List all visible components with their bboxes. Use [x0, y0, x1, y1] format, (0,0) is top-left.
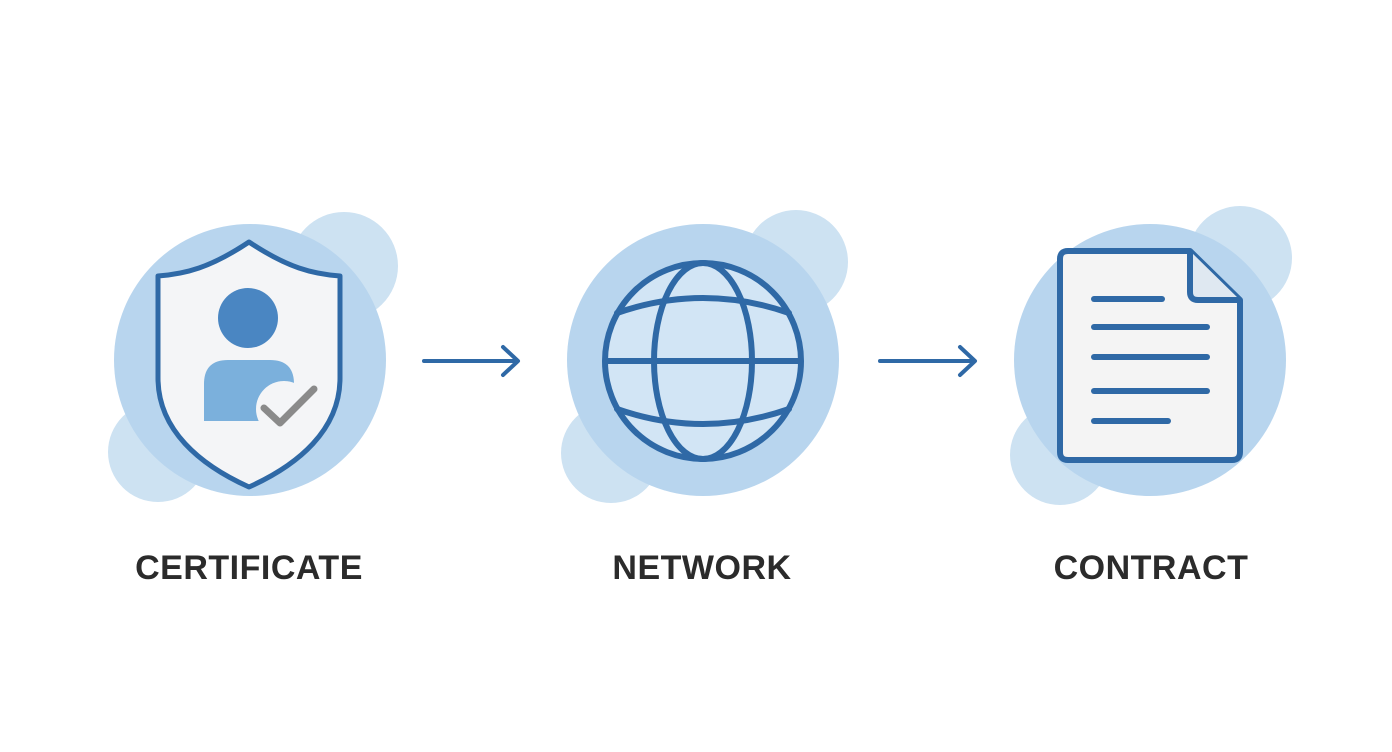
certificate-step — [108, 212, 398, 502]
contract-step — [1010, 206, 1292, 505]
globe-icon — [602, 260, 804, 462]
arrow-right-icon — [422, 345, 520, 377]
contract-label: CONTRACT — [1053, 549, 1249, 587]
shield-user-check-icon — [155, 239, 343, 490]
network-label: NETWORK — [612, 549, 792, 587]
page-fold — [1187, 251, 1240, 303]
check-backdrop — [256, 381, 312, 437]
check-icon — [260, 385, 318, 427]
network-step — [561, 210, 848, 503]
text-lines — [1091, 296, 1210, 424]
arrow-right-icon — [878, 345, 977, 377]
certificate-label: CERTIFICATE — [135, 549, 363, 587]
document-icon — [1057, 248, 1243, 463]
person-head — [218, 288, 278, 348]
